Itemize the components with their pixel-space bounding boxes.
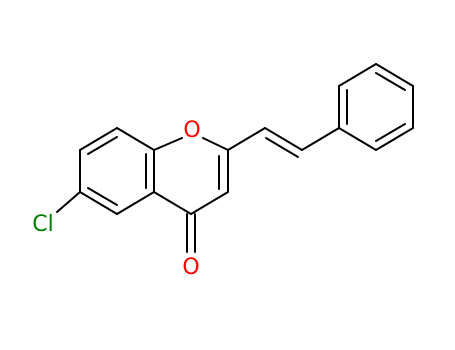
bond [79,191,118,215]
bond-double-inner [87,136,118,155]
bond [153,191,192,215]
pyranone-ring [153,137,229,215]
bond [79,127,118,151]
bond-double-inner [375,72,406,91]
bond [227,127,266,151]
bond [338,127,377,151]
bond [264,127,303,151]
bond [116,191,155,215]
bond [153,137,183,151]
vinyl-linker [227,127,340,158]
chloro-bond [56,191,81,213]
bond [202,137,229,151]
bond-double-inner [375,123,406,142]
bond [116,127,155,151]
bond-double-inner [265,137,299,158]
atom-label-oxygen-ring: O [183,118,200,143]
phenyl-ring [338,63,414,151]
bond [190,191,229,215]
bond [338,63,377,87]
bond-double-inner [87,187,118,206]
atom-label-oxygen-carbonyl: O [182,255,199,280]
bond [301,127,340,151]
benzene-ring-fused [79,127,155,215]
atom-label-chlorine: Cl [32,212,53,237]
carbonyl-group [186,213,196,253]
bond [375,127,414,151]
bond [375,63,414,87]
